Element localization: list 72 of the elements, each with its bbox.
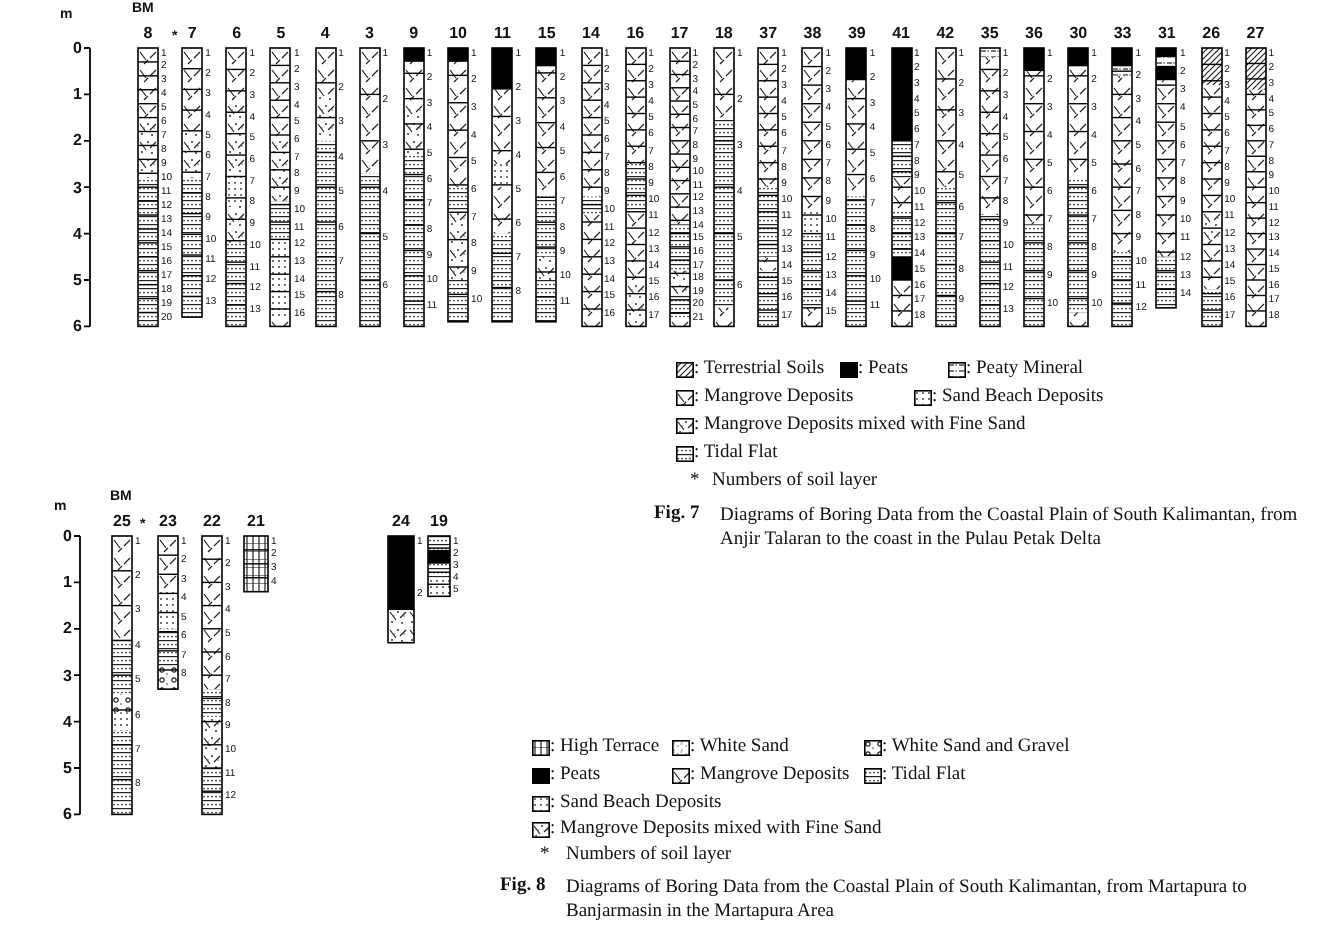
legend-label: : Tidal Flat: [694, 443, 778, 465]
asterisk-mark: *: [540, 845, 550, 867]
column-number: 33: [1113, 24, 1132, 44]
column-number: 15: [537, 24, 556, 44]
depth-tick-label: 4: [73, 224, 82, 243]
depth-tick-label: 0: [63, 527, 72, 545]
legend-note: Numbers of soil layer: [712, 471, 878, 493]
column-number: 42: [936, 24, 955, 44]
legend-label: : Terrestrial Soils: [694, 359, 825, 381]
figure-caption: Diagrams of Boring Data from the Coastal Plain of South Kalimantan, from Anjir Talaran to the coast in the Pulau Petak Delta: [720, 504, 1300, 552]
legend-label: : Peaty Mineral: [966, 359, 1084, 381]
column-number: 18: [714, 24, 733, 44]
column-number: 19: [430, 512, 448, 532]
column-number: 39: [847, 24, 866, 44]
column-number: 37: [759, 24, 778, 44]
column-number: 38: [803, 24, 822, 44]
boring-column: [388, 512, 414, 643]
column-number: 36: [1025, 24, 1043, 44]
legend-label: : Peats: [858, 359, 909, 381]
asterisk-mark: *: [690, 471, 700, 493]
legend-label: : Mangrove Deposits mixed with Fine Sand: [694, 415, 1026, 437]
legend-label: : Mangrove Deposits: [694, 387, 854, 409]
legend-label: : Sand Beach Deposits: [932, 387, 1104, 409]
column-number: 30: [1069, 24, 1088, 44]
depth-tick-label: 2: [73, 131, 82, 150]
depth-tick-label: 5: [73, 271, 82, 289]
legend-label: : White Sand: [690, 737, 789, 759]
legend-label: : High Terrace: [550, 737, 660, 759]
column-number: 41: [892, 24, 910, 44]
column-number: 9: [409, 24, 419, 44]
column-number: 27: [1246, 24, 1265, 44]
column-number: 26: [1202, 24, 1221, 44]
depth-tick-label: 1: [73, 85, 82, 104]
column-number: 5: [276, 24, 286, 44]
column-number: 22: [203, 512, 221, 532]
depth-tick-label: 6: [73, 317, 82, 336]
figure-number: Fig. 8: [500, 876, 546, 898]
boring-column: [244, 512, 268, 592]
column-number: 11: [493, 24, 511, 44]
depth-tick-label: 1: [63, 573, 72, 592]
column-number: 21: [247, 512, 265, 532]
boring-column: [428, 512, 450, 597]
depth-tick-label: 3: [73, 178, 82, 197]
depth-tick-label: 6: [63, 805, 72, 824]
legend-label: : Tidal Flat: [882, 765, 966, 787]
legend-label: : Peats: [550, 765, 601, 787]
column-number: 17: [670, 24, 689, 44]
column-number: 4: [320, 24, 330, 44]
column-number: 10: [449, 24, 467, 44]
column-number: 25: [113, 512, 131, 532]
column-number: 6: [232, 24, 242, 44]
legend-label: : Sand Beach Deposits: [550, 793, 722, 815]
legend-label: : Mangrove Deposits: [690, 765, 850, 787]
column-number: 23: [159, 512, 177, 532]
column-number: 16: [626, 24, 645, 44]
legend-label: : White Sand and Gravel: [882, 737, 1070, 759]
depth-tick-label: 0: [73, 39, 82, 57]
depth-tick-label: 3: [63, 666, 72, 685]
depth-tick-label: 4: [63, 712, 72, 731]
column-number: 24: [392, 512, 410, 532]
legend-label: : Mangrove Deposits mixed with Fine Sand: [550, 819, 882, 841]
column-number: 3: [365, 24, 374, 44]
depth-tick-label: 2: [63, 619, 72, 638]
column-number: 7: [187, 24, 197, 44]
column-number: 14: [582, 24, 600, 44]
column-number: 31: [1157, 24, 1176, 44]
figure-number: Fig. 7: [654, 504, 700, 526]
legend-note: Numbers of soil layer: [566, 845, 732, 867]
depth-tick-label: 5: [63, 759, 72, 777]
figure-caption: Diagrams of Boring Data from the Coastal Plain of South Kalimantan, from Martapura to Banjarmasin in the Martapura Area: [566, 876, 1249, 924]
column-number: 8: [143, 24, 153, 44]
column-number: 35: [980, 24, 999, 44]
